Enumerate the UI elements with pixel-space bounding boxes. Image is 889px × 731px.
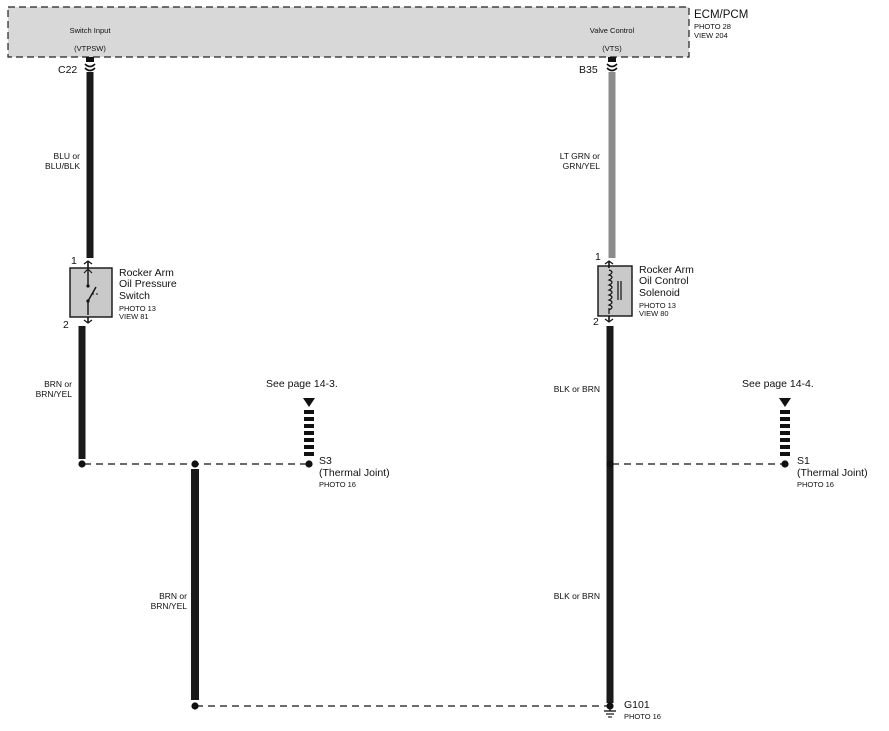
s1-id: S1 bbox=[797, 455, 810, 467]
wire-label-blk-lower: BLK or BRN bbox=[553, 591, 600, 601]
s3-id: S3 bbox=[319, 455, 332, 467]
switch-pin-1: 1 bbox=[71, 255, 77, 267]
wire-label-brn-center: BRN or BRN/YEL bbox=[150, 591, 187, 611]
ecm-view: VIEW 204 bbox=[694, 31, 728, 40]
wire-label-blk-upper: BLK or BRN bbox=[553, 384, 600, 394]
s1-photo: PHOTO 16 bbox=[797, 480, 834, 489]
switch-photo: PHOTO 13 bbox=[119, 304, 156, 313]
solenoid-photo: PHOTO 13 bbox=[639, 301, 676, 310]
ecm-pin-right-code: (VTS) bbox=[602, 44, 622, 53]
solenoid-view: VIEW 80 bbox=[639, 309, 669, 318]
splice-s1-icon bbox=[779, 398, 791, 456]
s1-type: (Thermal Joint) bbox=[797, 467, 868, 479]
ecm-photo: PHOTO 28 bbox=[694, 22, 731, 31]
connector-c22-label: C22 bbox=[58, 64, 78, 76]
s3-photo: PHOTO 16 bbox=[319, 480, 356, 489]
ground-photo: PHOTO 16 bbox=[624, 712, 661, 721]
ecm-pin-left bbox=[86, 57, 94, 62]
switch-view: VIEW 81 bbox=[119, 312, 149, 321]
ecm-pin-left-code: (VTPSW) bbox=[74, 44, 106, 53]
s3-page-ref: See page 14-3. bbox=[266, 378, 338, 390]
ecm-title: ECM/PCM bbox=[694, 9, 749, 21]
connector-b35-icon bbox=[606, 63, 618, 72]
solenoid-pin-2: 2 bbox=[593, 316, 599, 328]
ecm-pin-right-label: Valve Control bbox=[589, 26, 635, 35]
ground-icon bbox=[604, 706, 616, 718]
oil-control-solenoid-icon bbox=[597, 260, 633, 323]
s3-type: (Thermal Joint) bbox=[319, 467, 390, 479]
ecm-pcm-box bbox=[7, 6, 690, 58]
solenoid-name: Rocker Arm Oil Control Solenoid bbox=[639, 264, 694, 299]
wire-label-lt-grn: LT GRN or GRN/YEL bbox=[559, 151, 600, 171]
junction-dot bbox=[78, 460, 86, 468]
switch-pin-2: 2 bbox=[63, 319, 69, 331]
junction-dot bbox=[781, 460, 789, 468]
s1-page-ref: See page 14-4. bbox=[742, 378, 814, 390]
ecm-pin-right bbox=[608, 57, 616, 62]
junction-dot bbox=[191, 702, 199, 710]
ecm-pin-left-label: Switch Input bbox=[69, 26, 111, 35]
solenoid-pin-1: 1 bbox=[595, 251, 601, 263]
wire-label-brn-left: BRN or BRN/YEL bbox=[35, 379, 72, 399]
connector-b35-label: B35 bbox=[579, 64, 598, 76]
junction-dot bbox=[191, 460, 199, 468]
oil-pressure-switch-icon bbox=[69, 260, 113, 324]
splice-s3-icon bbox=[303, 398, 315, 456]
wire-label-blu: BLU or BLU/BLK bbox=[45, 151, 80, 171]
connector-c22-icon bbox=[84, 63, 96, 72]
junction-dot bbox=[305, 460, 313, 468]
switch-name: Rocker Arm Oil Pressure Switch bbox=[119, 267, 177, 302]
junction-dot bbox=[606, 460, 614, 468]
ground-id: G101 bbox=[624, 699, 650, 711]
